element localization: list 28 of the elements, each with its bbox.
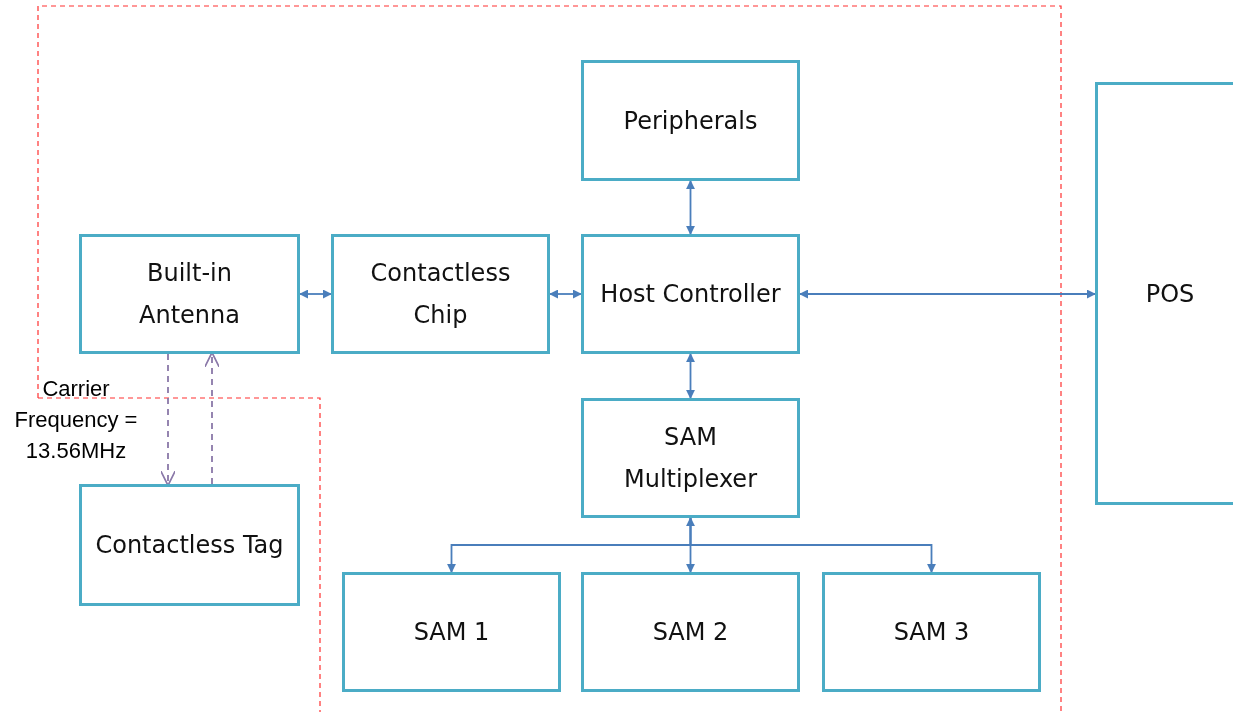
block-box xyxy=(79,484,300,606)
block-label: Contactless Chip xyxy=(369,258,512,331)
block-label: SAM 1 xyxy=(413,617,490,648)
block-box xyxy=(822,572,1041,692)
block-label: Contactless Tag xyxy=(95,530,284,561)
block-box xyxy=(79,234,300,354)
block-box xyxy=(581,398,800,518)
block-label: SAM 3 xyxy=(893,617,970,648)
block-label: SAM 2 xyxy=(652,617,729,648)
block-box xyxy=(342,572,561,692)
block-box xyxy=(581,572,800,692)
block-label: Host Controller xyxy=(600,279,781,310)
block-label: Built-in Antenna xyxy=(138,258,241,331)
arrow xyxy=(799,289,1096,299)
block-box xyxy=(581,234,800,354)
arrow xyxy=(299,289,332,299)
frequency-note: Carrier Frequency = 13.56MHz xyxy=(13,375,139,465)
block-box xyxy=(1095,82,1233,505)
block-label: POS xyxy=(1145,278,1195,310)
block-label: Peripherals xyxy=(623,105,758,137)
block-box xyxy=(331,234,550,354)
arrow xyxy=(686,353,695,399)
arrow xyxy=(689,517,936,573)
block-box xyxy=(581,60,800,181)
arrow xyxy=(686,517,695,573)
arrow xyxy=(686,180,695,235)
block-label: SAM Multiplexer xyxy=(623,422,758,495)
arrow xyxy=(549,289,582,299)
